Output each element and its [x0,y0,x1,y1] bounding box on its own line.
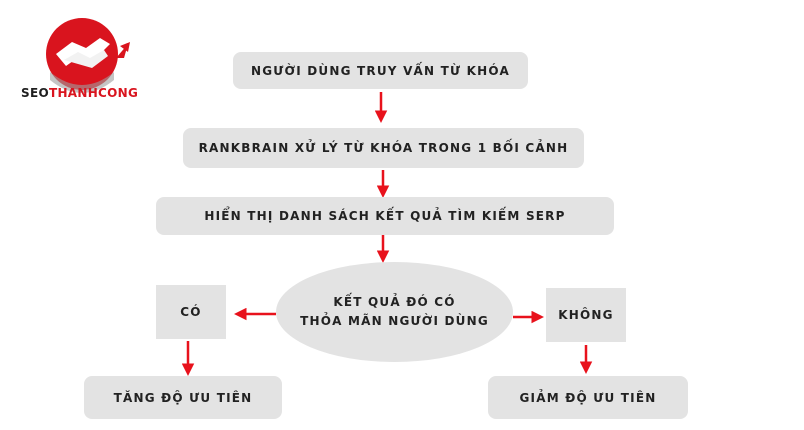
node-decision: KẾT QUẢ ĐÓ CÓ THỎA MÃN NGƯỜI DÙNG [276,262,513,362]
node-no-label: KHÔNG [558,308,614,322]
node-user-query-label: NGƯỜI DÙNG TRUY VẤN TỪ KHÓA [251,63,510,78]
node-decision-line1: KẾT QUẢ ĐÓ CÓ [333,295,456,310]
node-no: KHÔNG [546,288,626,342]
brand-logo [46,18,130,93]
node-increase-priority-label: TĂNG ĐỘ ƯU TIÊN [113,390,253,405]
node-increase-priority: TĂNG ĐỘ ƯU TIÊN [84,376,282,419]
node-rankbrain-label: RANKBRAIN XỬ LÝ TỪ KHÓA TRONG 1 BỐI CẢNH [198,141,569,155]
brand-thanhcong: THANHCONG [48,86,139,100]
node-yes: CÓ [156,285,226,339]
node-rankbrain: RANKBRAIN XỬ LÝ TỪ KHÓA TRONG 1 BỐI CẢNH [183,128,584,168]
node-serp-label: HIỂN THỊ DANH SÁCH KẾT QUẢ TÌM KIẾM SERP [204,209,566,223]
node-yes-label: CÓ [180,305,202,319]
node-decrease-priority-label: GIẢM ĐỘ ƯU TIÊN [519,390,657,405]
node-serp: HIỂN THỊ DANH SÁCH KẾT QUẢ TÌM KIẾM SERP [156,197,614,235]
node-user-query: NGƯỜI DÙNG TRUY VẤN TỪ KHÓA [233,52,528,89]
node-decrease-priority: GIẢM ĐỘ ƯU TIÊN [488,376,688,419]
brand-wordmark: SEOTHANHCONG [21,86,138,100]
node-decision-line2: THỎA MÃN NGƯỜI DÙNG [300,314,489,328]
brand-seo: SEO [21,86,49,100]
